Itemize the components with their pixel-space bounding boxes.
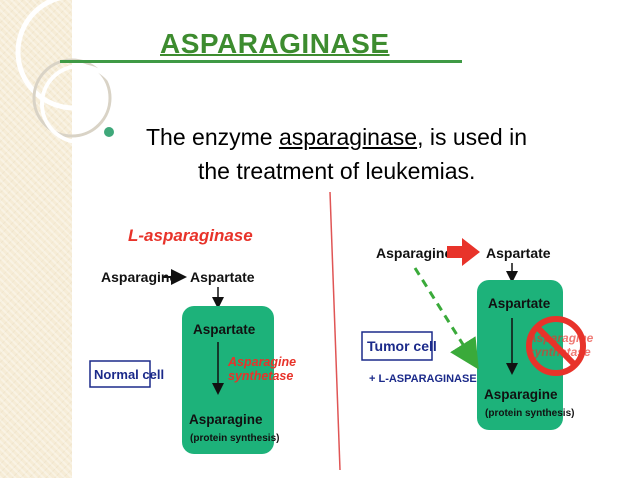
normal-cell-label: Normal cell [94, 367, 164, 382]
right-product: Aspartate [486, 245, 551, 261]
divider-line [329, 191, 341, 471]
tumor-cell-box [477, 280, 563, 430]
bullet-text: The enzyme asparaginase, is used in the … [146, 120, 626, 188]
l-asparaginase-treatment: + L-ASPARAGINASE [369, 373, 477, 385]
decorative-side-band [0, 0, 72, 478]
l-asparaginase-label: L-asparaginase [128, 226, 253, 245]
slide-title: ASPARAGINASE [160, 28, 390, 59]
left-synthetase-line1: Asparagine [227, 355, 296, 369]
left-cell-top: Aspartate [193, 322, 256, 337]
tumor-cell-label-box [361, 331, 433, 361]
bullet-text-after: , is used in [417, 124, 528, 150]
left-substrate: Asparagine [101, 269, 177, 285]
bullet-text-line2: the treatment of leukemias. [198, 158, 476, 184]
right-cell-bottom: Asparagine [484, 387, 558, 402]
bullet-text-before: The enzyme [146, 124, 279, 150]
asparaginase-link[interactable]: asparaginase [278, 124, 418, 150]
left-synthetase-line2: synthetase [228, 369, 293, 383]
right-substrate: Asparagine [376, 245, 452, 261]
bullet-dot-icon [104, 127, 114, 137]
title-underline-rule [60, 60, 462, 63]
prohibited-icon [526, 316, 586, 376]
right-cell-top: Aspartate [488, 296, 551, 311]
right-red-arrow-icon [447, 238, 480, 266]
right-cell-note: (protein synthesis) [485, 408, 574, 419]
normal-cell-box [182, 306, 274, 454]
left-cell-bottom: Asparagine [189, 412, 263, 427]
green-dashed-arrow [413, 267, 479, 370]
tumor-cell-label: Tumor cell [367, 338, 437, 354]
left-cell-note: (protein synthesis) [190, 433, 279, 444]
normal-cell-label-box [89, 360, 151, 388]
left-product: Aspartate [190, 269, 255, 285]
